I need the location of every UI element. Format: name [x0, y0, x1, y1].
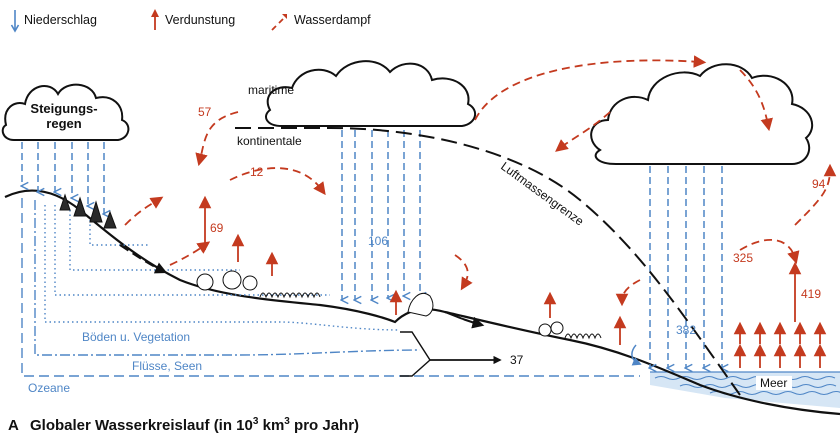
maritime-label: maritime — [248, 83, 294, 97]
soil-vegetation-label: Böden u. Vegetation — [82, 330, 190, 344]
trees-and-vegetation — [59, 193, 602, 340]
value-325: 325 — [733, 251, 753, 265]
soil-flow-lines — [21, 198, 640, 377]
legend-vapor: Wasserdampf — [294, 13, 371, 27]
value-419: 419 — [801, 287, 821, 301]
vapor-arrows — [124, 55, 837, 307]
orographic-rain-label-1: Steigungs- — [30, 101, 97, 116]
legend-evaporation: Verdunstung — [165, 13, 235, 27]
precipitation-legend-icon — [10, 10, 20, 33]
value-106: 106 — [368, 234, 388, 248]
continental-label: kontinentale — [237, 134, 302, 148]
value-69: 69 — [210, 221, 224, 235]
cloud-top-middle — [265, 60, 477, 127]
vapor-legend-icon — [271, 14, 287, 31]
evaporation-legend-icon — [151, 9, 159, 30]
value-12: 12 — [250, 165, 264, 179]
evaporation-arrows — [198, 195, 827, 368]
air-mass-boundary — [235, 127, 741, 396]
legend: Niederschlag Verdunstung Wasserdampf — [10, 9, 371, 33]
sea — [650, 371, 840, 408]
cloud-left — [1, 83, 130, 141]
rivers-lakes-label: Flüsse, Seen — [132, 359, 202, 373]
caption: A Globaler Wasserkreislauf (in 103 km3 p… — [8, 416, 359, 434]
value-37: 37 — [510, 353, 524, 367]
orographic-rain-label-2: regen — [46, 116, 81, 131]
value-94: 94 — [812, 177, 826, 191]
bracket-37 — [400, 331, 502, 377]
value-57: 57 — [198, 105, 212, 119]
precipitation-arrows — [22, 130, 722, 368]
cloud-right — [590, 63, 814, 165]
runoff-arrows — [119, 244, 485, 329]
legend-precipitation: Niederschlag — [24, 13, 97, 27]
coast-return-arrow — [631, 344, 642, 366]
oceans-label: Ozeane — [28, 381, 70, 395]
sea-label: Meer — [760, 376, 787, 390]
sea-label-bg — [756, 376, 792, 390]
value-382: 382 — [676, 323, 696, 337]
caption-letter: A — [8, 417, 19, 434]
caption-text: Globaler Wasserkreislauf (in 103 km3 pro… — [30, 416, 359, 434]
terrain-outline — [4, 189, 840, 416]
